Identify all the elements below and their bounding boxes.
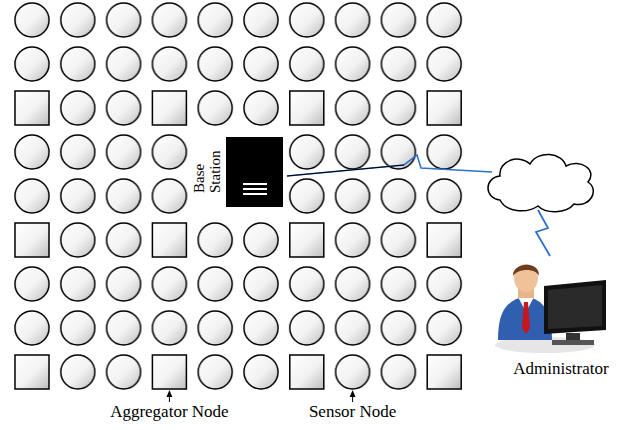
aggregator-nodes [15,91,461,389]
caption-label: Sensor Node [309,403,396,422]
base-station-box [226,137,283,207]
sensor-grid [9,0,467,394]
cloud [488,154,593,211]
wireless-link [287,155,492,176]
administrator-figure [495,264,606,353]
caption-label: Aggregator Node [110,403,229,422]
link-line [287,165,404,176]
rotated-label: Base Station [191,151,223,194]
aggregator-covers [11,87,465,393]
wireless-link [536,210,550,256]
callout-arrows [167,390,356,402]
caption-label: Administrator [513,360,608,379]
base-station-node: Base Station [190,133,224,211]
